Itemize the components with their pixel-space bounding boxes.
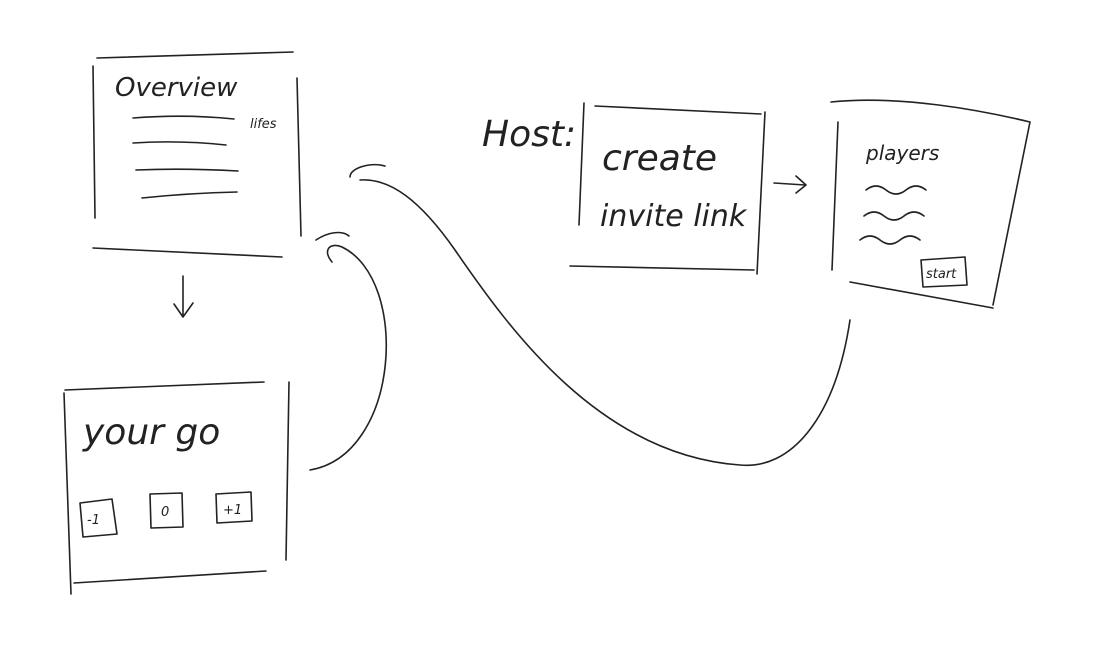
your-go-frame xyxy=(63,381,290,595)
create-invite-screen[interactable]: create invite link xyxy=(569,102,766,275)
host-label: Host: xyxy=(482,114,576,155)
zero-button[interactable]: 0 xyxy=(149,492,184,529)
create-label: create xyxy=(602,138,717,179)
plus-one-label: +1 xyxy=(223,503,242,518)
start-label: start xyxy=(926,267,957,282)
players-screen: players start xyxy=(830,99,1031,309)
start-button[interactable]: start xyxy=(920,256,968,288)
down-arrow xyxy=(173,275,194,318)
players-frame xyxy=(830,99,1031,309)
right-arrow xyxy=(773,175,807,194)
create-invite-frame xyxy=(569,102,766,275)
overview-frame xyxy=(92,51,302,258)
minus-one-button[interactable]: -1 xyxy=(79,498,118,538)
your-go-title: your go xyxy=(82,412,220,453)
start-to-overview-arrow xyxy=(349,163,851,467)
plus-one-button[interactable]: +1 xyxy=(215,491,253,524)
invite-link-label: invite link xyxy=(600,199,748,234)
overview-screen: Overview lifes xyxy=(92,51,302,258)
overview-title: Overview xyxy=(115,73,238,103)
minus-one-label: -1 xyxy=(87,513,100,528)
players-title: players xyxy=(865,141,939,165)
your-go-screen: your go -1 0 +1 xyxy=(63,381,290,595)
overview-lifes-label: lifes xyxy=(250,117,277,132)
zero-label: 0 xyxy=(161,505,169,520)
players-list-squiggles xyxy=(859,185,927,245)
return-arrow-from-your-go xyxy=(309,231,388,471)
overview-list-lines xyxy=(132,115,239,199)
